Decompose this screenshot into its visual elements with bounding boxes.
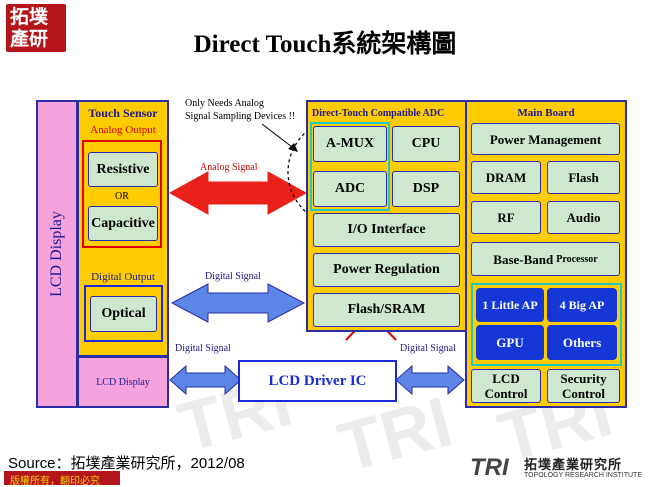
security-control-box: Security Control [547,369,620,403]
touch-lcd-display-panel [77,356,169,408]
logo-line-2: 產研 [10,28,49,50]
brand-logo: 拓墣 產研 [6,4,66,52]
flash-sram-box: Flash/SRAM [313,293,460,327]
digital-output-label: Digital Output [91,271,155,283]
little-ap-box: 1 Little AP [476,288,544,322]
lcd-control-line-1: LCD [492,371,520,386]
analog-signal-arrow [168,171,308,215]
tri-mark: TRI [470,454,509,481]
copyright-text: 版權所有，翻印必究 [10,476,100,487]
others-box: Others [547,325,617,360]
gpu-box: GPU [476,325,544,360]
ap-cluster-frame [471,283,622,366]
audio-box: Audio [547,201,620,234]
processor-label: Processor [556,253,598,265]
cpu-box: CPU [392,126,460,162]
big-ap-box: 4 Big AP [547,288,617,322]
baseband-processor-box: Base-Band Processor [471,242,620,276]
callout-line-2: Signal Sampling Devices !! [185,111,296,122]
amux-adc-highlight [310,122,390,211]
amux-box: A-MUX [313,126,387,162]
capacitive-box: Capacitive [88,206,158,241]
or-label: OR [115,191,129,202]
digital-signal-label: Digital Signal [205,271,261,282]
baseband-label: Base-Band [493,251,554,267]
analog-output-label: Analog Output [90,124,156,136]
lcd-control-box: LCD Control [471,369,541,403]
digital-signal-left-label: Digital Signal [175,343,231,354]
callout-text: Only Needs Analog Signal Sampling Device… [185,97,295,123]
optical-box: Optical [90,296,157,332]
resistive-box: Resistive [88,152,158,187]
lcd-display-label: LCD Display [96,377,150,388]
security-control-line-1: Security [560,371,607,386]
digital-signal-arrow [170,283,306,323]
tri-subtitle: TOPOLOGY RESEARCH INSTITUTE [524,472,642,479]
tri-footer-logo: TRI 拓墣產業研究所 TOPOLOGY RESEARCH INSTITUTE [470,452,648,484]
flash-box: Flash [547,161,620,194]
adc-panel-header: Direct-Touch Compatible ADC [312,108,445,119]
callout-line-1: Only Needs Analog [185,98,264,109]
digital-signal-right-label: Digital Signal [400,343,456,354]
digital-output-frame [84,285,163,342]
source-citation: Source：拓墣產業研究所，2012/08 [8,455,245,472]
page-title: Direct Touch系統架構圖 [193,31,457,58]
logo-line-1: 拓墣 [10,6,49,28]
right-driver-arrow [395,364,465,396]
lcd-control-line-2: Control [484,386,528,401]
copyright-bar [4,471,120,485]
security-control-line-2: Control [561,386,606,401]
callout-pointer [261,123,297,151]
dsp-box: DSP [392,171,460,207]
power-regulation-box: Power Regulation [313,253,460,287]
left-driver-arrow [169,364,242,396]
analog-signal-label: Analog Signal [200,162,258,173]
lcd-driver-ic: LCD Driver IC [238,360,397,402]
adc-box: ADC [313,171,387,207]
touch-sensor-header: Touch Sensor [88,106,158,120]
tri-name: 拓墣產業研究所 [524,457,623,472]
dram-box: DRAM [471,161,541,194]
main-board-header: Main Board [517,107,575,119]
rf-box: RF [471,201,541,234]
io-interface-box: I/O Interface [313,213,460,247]
power-management-box: Power Management [471,123,620,155]
analog-output-frame [82,140,162,248]
